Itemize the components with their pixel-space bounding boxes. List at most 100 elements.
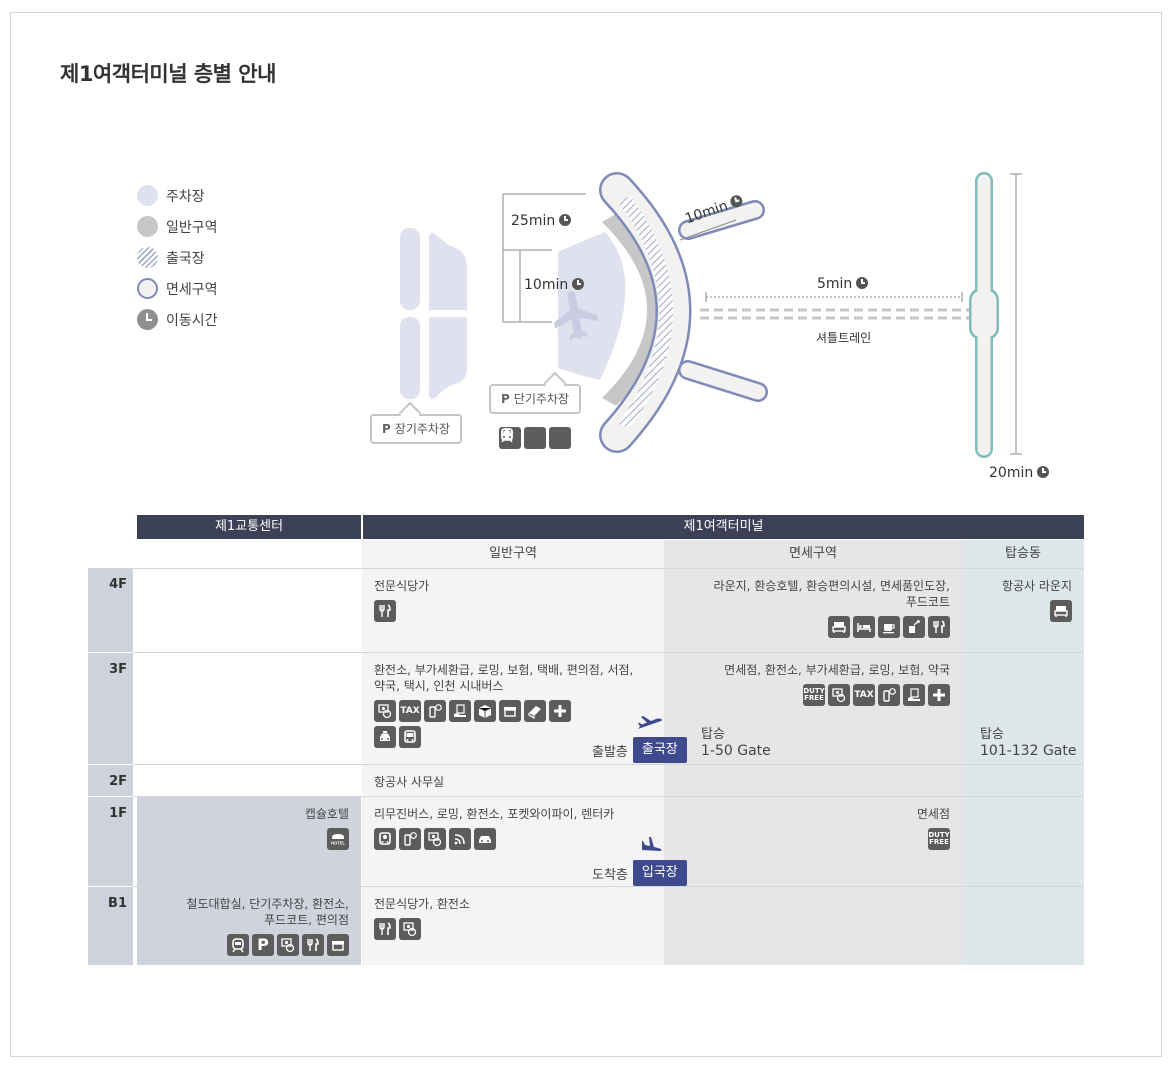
capsule-hotel-icon: HOTEL — [327, 828, 349, 850]
icon-group: TAX — [374, 700, 652, 722]
cell-text: 면세점 — [916, 807, 950, 821]
icon-text: TAX — [400, 705, 420, 716]
cell-1f-general: 리무진버스, 로밍, 환전소, 포켓와이파이, 렌터카 — [362, 797, 664, 859]
parking-prefix: P — [382, 422, 391, 436]
cell-text: 철도대합실, 단기주차장, 환전소, — [186, 897, 349, 911]
cell-text: 항공사 사무실 — [374, 775, 445, 789]
cell-text: 전문식당가, 환전소 — [374, 897, 470, 911]
exchange-icon — [399, 918, 421, 940]
floor-label-2f: 2F — [88, 765, 133, 796]
subheader-dutyfree: 면세구역 — [789, 546, 837, 561]
parking-swatch-icon — [137, 185, 158, 206]
cell-text: 푸드코트 — [905, 595, 950, 609]
cell-3f-general: 환전소, 부가세환급, 로밍, 보험, 택배, 편의점, 서점, 약국, 택시,… — [362, 653, 664, 757]
cell-b1-transport: 철도대합실, 단기주차장, 환전소, 푸드코트, 편의점 P — [137, 887, 361, 965]
general-zone-column — [362, 540, 664, 965]
gate-label: 탑승 — [980, 727, 1004, 742]
exchange-icon — [277, 934, 299, 956]
pharmacy-icon — [928, 684, 950, 706]
gate-range: 1-50 Gate — [701, 743, 771, 759]
arrival-level: 도착층 입국장 — [592, 860, 687, 886]
transport-icons — [499, 427, 571, 449]
arrival-badge: 입국장 — [632, 860, 687, 886]
hotel-bed-icon — [853, 616, 875, 638]
departure-swatch-icon — [137, 247, 158, 268]
time-text: 5min — [817, 276, 853, 292]
floor-label-4f: 4F — [88, 568, 133, 652]
restaurant-icon — [374, 918, 396, 940]
roaming-icon — [424, 700, 446, 722]
clock-icon — [856, 277, 869, 289]
restaurant-icon — [928, 616, 950, 638]
taxi-icon — [374, 726, 396, 748]
departure-plane-icon — [638, 716, 662, 729]
icon-group — [374, 918, 652, 940]
exchange-icon — [374, 700, 396, 722]
time-label-10min: 10min — [524, 277, 585, 293]
icon-group — [374, 828, 652, 850]
cell-text: 항공사 라운지 — [1001, 579, 1072, 593]
icon-text: DUTY — [803, 687, 825, 695]
legend-label: 일반구역 — [166, 219, 218, 236]
level-label: 도착층 — [592, 867, 628, 883]
legend-item-time: 이동시간 — [137, 304, 218, 335]
store-icon — [499, 700, 521, 722]
cell-4f-general: 전문식당가 — [362, 569, 664, 631]
row-divider — [133, 886, 1084, 887]
legend-label: 출국장 — [166, 250, 205, 267]
distance-markers — [502, 173, 1022, 455]
row-divider — [133, 764, 1084, 765]
rental-car-icon — [474, 828, 496, 850]
cell-text: 푸드코트, 편의점 — [264, 913, 349, 927]
gate-range-concourse: 탑승 101-132 Gate — [980, 727, 1076, 759]
cell-4f-boarding: 항공사 라운지 — [962, 569, 1084, 631]
departure-badge: 출국장 — [632, 737, 687, 763]
cell-text: 리무진버스, 로밍, 환전소, 포켓와이파이, 렌터카 — [374, 807, 615, 821]
cell-1f-transport: 캡슐호텔 HOTEL — [137, 797, 361, 859]
terminal-map-drawing — [400, 172, 1022, 458]
clock-icon — [137, 309, 158, 330]
tax-icon: TAX — [853, 684, 875, 706]
cell-text: 약국, 택시, 인천 시내버스 — [374, 679, 504, 693]
icon-text: FREE — [804, 694, 824, 702]
lounge-icon — [828, 616, 850, 638]
time-label-5min: 5min — [817, 276, 869, 292]
roaming-icon — [399, 828, 421, 850]
cell-text: 환전소, 부가세환급, 로밍, 보험, 택배, 편의점, 서점, — [374, 663, 634, 677]
legend-label: 주차장 — [166, 188, 205, 205]
bus-icon — [501, 427, 546, 449]
gate-range: 101-132 Gate — [980, 743, 1077, 759]
bus-icon — [399, 726, 421, 748]
icon-text: TAX — [854, 689, 874, 700]
icon-group: HOTEL — [149, 828, 349, 850]
transport-center-shape — [554, 232, 626, 380]
row-divider — [133, 796, 1084, 797]
exchange-icon — [424, 828, 446, 850]
shuttle-train-track — [700, 292, 972, 320]
header-terminal: 제1여객터미널 — [363, 515, 1084, 539]
parking-icon: P — [252, 934, 274, 956]
restaurant-icon — [374, 600, 396, 622]
floor-label-b1: B1 — [88, 887, 133, 965]
cell-2f-general: 항공사 사무실 — [362, 765, 664, 799]
level-label: 출발층 — [592, 744, 628, 760]
insurance-icon — [903, 684, 925, 706]
page-title: 제1여객터미널 층별 안내 — [60, 62, 276, 86]
dutyfree-delivery-icon — [903, 616, 925, 638]
clock-icon — [1037, 466, 1050, 478]
icon-group — [974, 600, 1072, 622]
cell-text: 전문식당가 — [374, 579, 430, 593]
cell-text: 면세점, 환전소, 부가세환급, 로밍, 보험, 약국 — [724, 663, 950, 677]
taxi-icon — [502, 427, 571, 449]
concourse-building-shape — [969, 172, 999, 458]
arrival-plane-icon — [642, 837, 662, 851]
floor-label-3f: 3F — [88, 653, 133, 764]
callout-label: 장기주차장 — [394, 422, 450, 436]
